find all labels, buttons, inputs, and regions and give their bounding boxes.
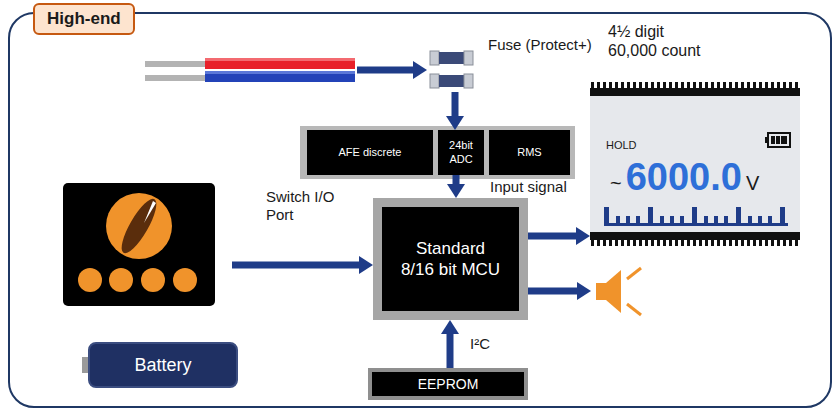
rms-box: RMS xyxy=(489,130,570,175)
bar-graph xyxy=(604,207,788,226)
probe-arrow xyxy=(357,61,427,79)
flow-arrow xyxy=(528,227,590,245)
text-row: ~6000.0V xyxy=(610,156,759,199)
lcd-display: 4½ digit 60,000 countHOLD~6000.0V xyxy=(590,82,800,246)
afe-box: AFE discrete xyxy=(307,130,433,175)
label-holder: Fuse (Protect+) xyxy=(488,36,594,54)
block-label: RMS xyxy=(517,146,541,159)
label-holder: Input signal xyxy=(490,178,567,196)
block-label: EEPROM xyxy=(418,376,479,392)
label-holder: 4½ digit 60,000 count xyxy=(608,22,714,60)
block-label: AFE discrete xyxy=(339,146,402,159)
section-title: High-end xyxy=(47,9,121,28)
ac-symbol: ~ xyxy=(610,172,622,195)
block-label: Standard 8/16 bit MCU xyxy=(401,238,501,281)
battery-indicator xyxy=(765,133,790,147)
hold-indicator: HOLD xyxy=(606,139,637,151)
unit-label: V xyxy=(746,172,759,195)
speaker-arrow xyxy=(528,282,591,300)
tab-badge: High-end xyxy=(33,3,135,35)
label-holder: HOLD xyxy=(606,135,637,153)
block-label: Battery xyxy=(134,355,191,376)
rotary-switch xyxy=(63,183,215,306)
eeprom-box: EEPROM xyxy=(368,368,528,400)
block-label: 24bit ADC xyxy=(440,139,482,165)
edge-label: I²C xyxy=(470,335,490,352)
flow-arrow xyxy=(441,320,459,368)
panel-frame: High-endFuse (Protect+) AFE discrete 24bit… xyxy=(8,12,832,408)
switch-arrow xyxy=(232,256,373,274)
adc-box: 24bit ADC xyxy=(438,130,484,175)
flow-arrow xyxy=(447,175,465,198)
fuse-symbol xyxy=(430,51,473,88)
part-label: Fuse (Protect+) xyxy=(488,36,592,53)
flow-arrow xyxy=(446,92,464,130)
label-holder: Switch I/O Port xyxy=(266,188,338,224)
probe-leads xyxy=(145,58,355,82)
edge-label: Input signal xyxy=(490,178,567,195)
label-holder: I²C xyxy=(470,335,490,353)
afe-strip xyxy=(300,126,575,179)
mcu-box: Standard 8/16 bit MCU xyxy=(373,198,528,320)
display-spec: 4½ digit 60,000 count xyxy=(608,23,701,59)
reading-value: 6000.0 xyxy=(626,156,742,199)
lcd-panel xyxy=(590,82,800,246)
fuse-block: Fuse (Protect+) xyxy=(428,48,474,92)
port-label: Switch I/O Port xyxy=(266,188,334,223)
speaker-icon xyxy=(596,268,641,315)
battery-box: Battery xyxy=(88,342,238,388)
